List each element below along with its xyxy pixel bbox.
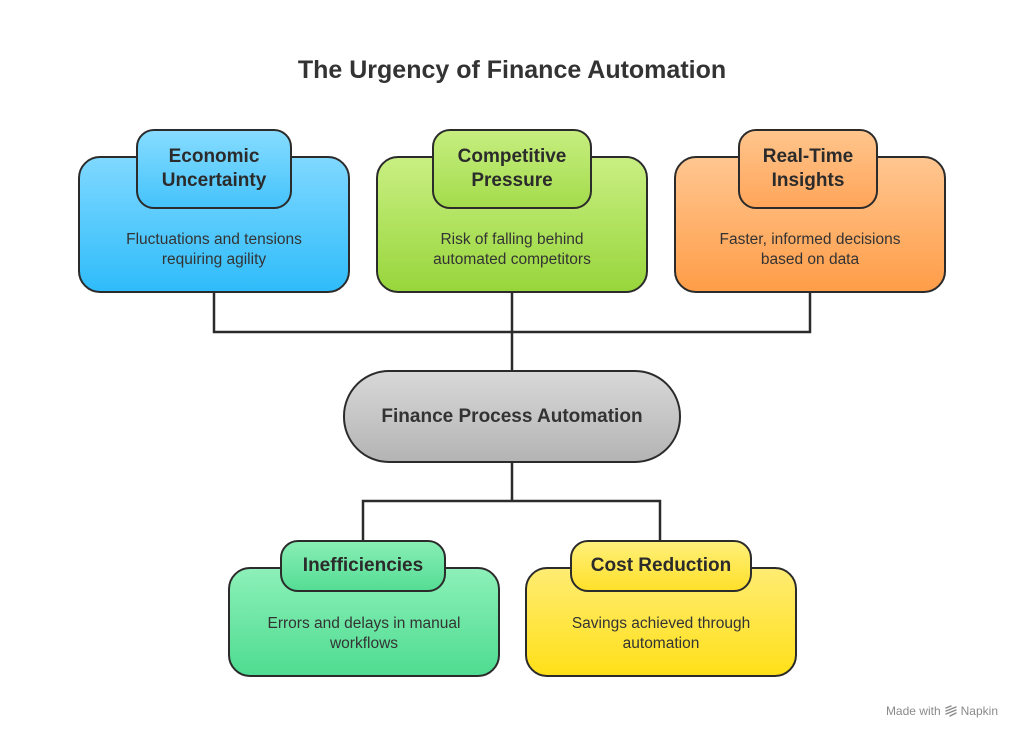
center-node-finance-process-automation: Finance Process Automation bbox=[343, 370, 681, 463]
napkin-logo-icon bbox=[944, 705, 957, 717]
card-description: Savings achieved through automation bbox=[571, 615, 751, 652]
brand-prefix: Made with bbox=[885, 704, 941, 718]
connector-top bbox=[212, 292, 812, 370]
label-economic-uncertainty: Economic Uncertainty bbox=[136, 129, 292, 209]
label-real-time-insights: Real-Time Insights bbox=[738, 129, 878, 209]
card-description: Risk of falling behind automated competi… bbox=[433, 231, 591, 268]
label-cost-reduction: Cost Reduction bbox=[570, 540, 752, 592]
brand-footer: Made with Napkin bbox=[886, 704, 998, 718]
card-description: Fluctuations and tensions requiring agil… bbox=[126, 231, 302, 268]
card-description: Errors and delays in manual workflows bbox=[267, 615, 461, 652]
label-inefficiencies: Inefficiencies bbox=[280, 540, 446, 592]
connector-bottom bbox=[361, 463, 662, 567]
card-description: Faster, informed decisions based on data bbox=[719, 231, 901, 268]
brand-name: Napkin bbox=[960, 704, 998, 718]
label-competitive-pressure: Competitive Pressure bbox=[432, 129, 592, 209]
diagram-title: The Urgency of Finance Automation bbox=[297, 56, 727, 84]
